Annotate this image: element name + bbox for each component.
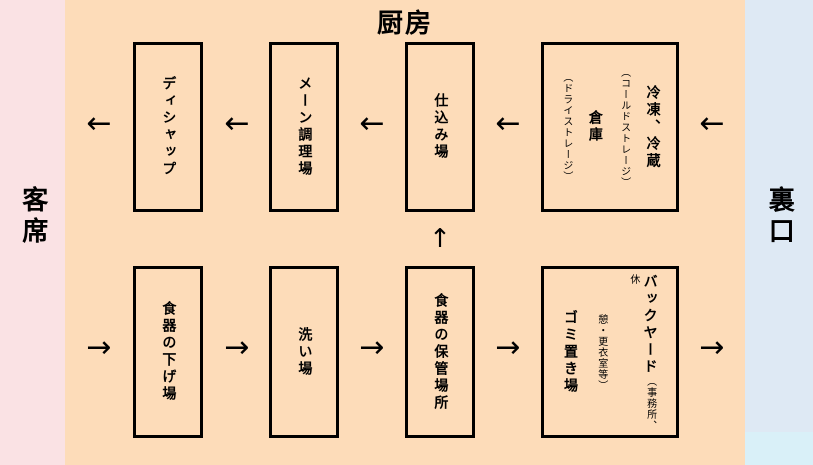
garbage-area-label: ゴミ置き場 — [561, 309, 578, 395]
box-cold-dry-storage: 冷凍、冷蔵 （コールドストレージ） 倉庫 （ドライストレージ） — [541, 42, 679, 212]
flow-arrow-up: ↑ — [429, 224, 451, 254]
flow-arrow-left-4: ← — [495, 106, 521, 141]
warehouse-label: 倉庫 — [586, 110, 603, 144]
box-dish-storage: 食器の保管場所 — [405, 266, 475, 438]
flow-arrow-right-3: → — [359, 330, 385, 365]
dining-zone-label: 客席 — [17, 186, 48, 248]
backyard-column: バックヤード（事務所、休 — [624, 269, 658, 435]
box-dishup: ディシャップ — [133, 42, 203, 212]
dish-return-label: 食器の下げ場 — [160, 301, 177, 403]
box-dish-return: 食器の下げ場 — [133, 266, 203, 438]
backyard-note-part1: （事務所、休 — [627, 274, 656, 431]
back-entrance-zone: 裏口 — [745, 186, 813, 248]
flow-arrow-right-1: → — [86, 330, 112, 365]
cold-storage-label: 冷凍、冷蔵 — [644, 84, 661, 170]
back-entrance-label: 裏口 — [764, 186, 795, 248]
backyard-label: バックヤード — [641, 274, 658, 376]
flow-arrow-left-2: ← — [224, 106, 250, 141]
flow-arrow-right-5: → — [699, 330, 725, 365]
box-main-cooking-label: メーン調理場 — [296, 76, 313, 178]
dining-area-band — [0, 0, 65, 465]
flow-arrow-right-4: → — [495, 330, 521, 365]
flow-arrow-left-5: ← — [699, 106, 725, 141]
back-entrance-band — [745, 0, 813, 465]
box-dishup-label: ディシャップ — [160, 76, 177, 178]
box-garbage-backyard: バックヤード（事務所、休 憩・更衣室等） ゴミ置き場 — [541, 266, 679, 438]
dish-storage-label: 食器の保管場所 — [432, 292, 449, 412]
box-main-cooking-area: メーン調理場 — [269, 42, 339, 212]
corner-accent-patch — [745, 432, 813, 465]
dry-storage-note: （ドライストレージ） — [560, 72, 572, 182]
flow-arrow-left-3: ← — [359, 106, 385, 141]
kitchen-title: 厨房 — [376, 9, 433, 39]
cold-storage-note: （コールドストレージ） — [618, 66, 630, 188]
box-prep-area: 仕込み場 — [405, 42, 475, 212]
dining-zone: 客席 — [0, 186, 65, 248]
washing-area-label: 洗い場 — [296, 326, 313, 378]
box-prep-area-label: 仕込み場 — [432, 93, 449, 161]
flow-arrow-right-2: → — [224, 330, 250, 365]
box-washing-area: 洗い場 — [269, 266, 339, 438]
flow-arrow-left-1: ← — [86, 106, 112, 141]
backyard-note-part2: 憩・更衣室等） — [595, 313, 607, 391]
